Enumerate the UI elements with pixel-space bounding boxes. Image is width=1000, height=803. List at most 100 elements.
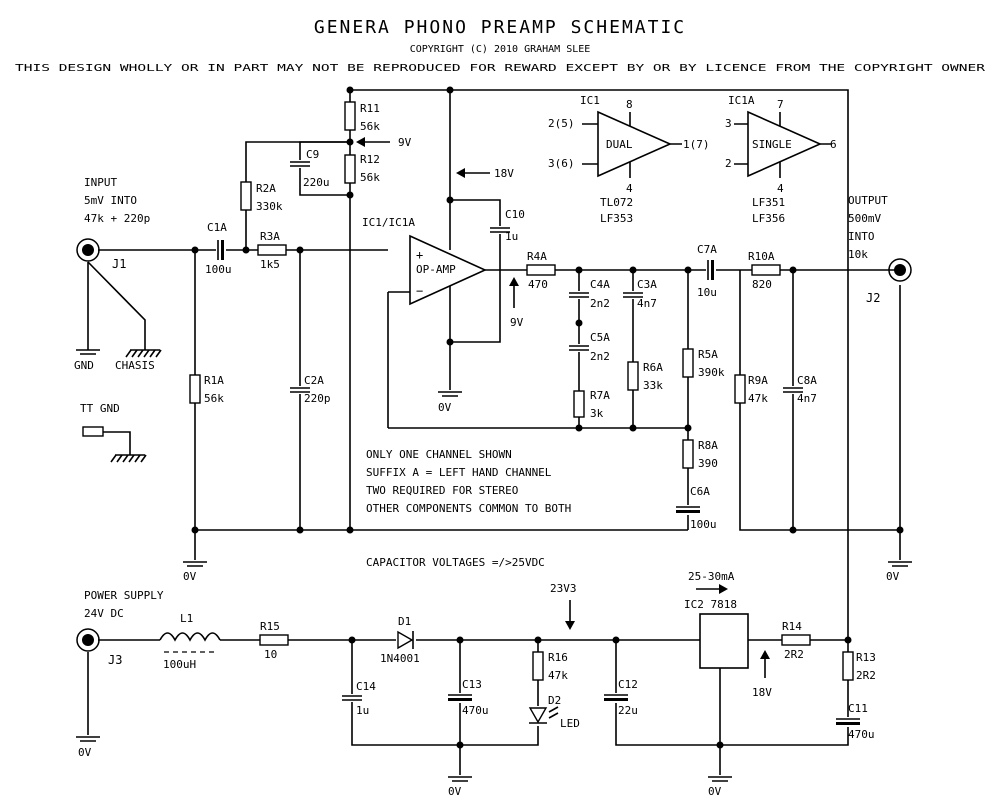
capacitor-c3a: C3A 4n7 xyxy=(621,278,657,310)
svg-text:D2: D2 xyxy=(548,694,561,707)
svg-text:LF351: LF351 xyxy=(752,196,785,209)
output-label: OUTPUT 500mV INTO 10k xyxy=(848,194,888,261)
ground-0v-input: 0V xyxy=(183,561,207,583)
capacitor-c8a: C8A 4n7 xyxy=(781,374,817,405)
svg-text:L1: L1 xyxy=(180,612,193,625)
svg-text:R12: R12 xyxy=(360,153,380,166)
resistor-r16: R16 47k xyxy=(532,651,568,682)
notes-block: ONLY ONE CHANNEL SHOWN SUFFIX A = LEFT H… xyxy=(366,448,571,515)
capacitor-c4a: C4A 2n2 xyxy=(567,278,610,310)
capacitor-c5a: C5A 2n2 xyxy=(567,331,610,363)
svg-text:4n7: 4n7 xyxy=(637,297,657,310)
svg-text:470u: 470u xyxy=(462,704,489,717)
svg-text:1(7): 1(7) xyxy=(683,138,710,151)
capacitor-voltage-note: CAPACITOR VOLTAGES =/>25VDC xyxy=(366,556,545,569)
resistor-r9a: R9A 47k xyxy=(734,374,768,405)
svg-text:3k: 3k xyxy=(590,407,604,420)
op-amp-ic1: IC1/IC1A + − OP-AMP xyxy=(362,216,487,306)
resistor-r14: R14 2R2 xyxy=(781,620,811,661)
svg-text:2(5): 2(5) xyxy=(548,117,575,130)
capacitor-c10: C10 1u xyxy=(488,208,525,243)
svg-text:R2A: R2A xyxy=(256,182,276,195)
diode-d1: D1 1N4001 xyxy=(380,615,420,665)
svg-text:R3A: R3A xyxy=(260,230,280,243)
svg-text:47k: 47k xyxy=(748,392,768,405)
svg-text:IC1A: IC1A xyxy=(728,94,755,107)
capacitor-c14: C14 1u xyxy=(340,680,376,717)
tt-gnd-symbol: TT GND xyxy=(80,402,147,463)
ground-0v-opamp: 0V xyxy=(438,391,462,414)
resistor-r5a: R5A 390k xyxy=(682,348,725,379)
resistor-r8a: R8A 390 xyxy=(682,439,718,470)
junction-dots xyxy=(191,86,904,749)
svg-text:R16: R16 xyxy=(548,651,568,664)
svg-text:8: 8 xyxy=(626,98,633,111)
svg-text:C6A: C6A xyxy=(690,485,710,498)
svg-text:4: 4 xyxy=(626,182,633,195)
svg-text:2R2: 2R2 xyxy=(856,669,876,682)
svg-text:LED: LED xyxy=(560,717,580,730)
resistor-r13: R13 2R2 xyxy=(842,651,876,682)
svg-text:390k: 390k xyxy=(698,366,725,379)
regulator-ic2: IC2 7818 xyxy=(684,598,749,669)
svg-text:500mV: 500mV xyxy=(848,212,881,225)
svg-text:56k: 56k xyxy=(204,392,224,405)
svg-text:IC1: IC1 xyxy=(580,94,600,107)
resistor-r11: R11 56k xyxy=(344,101,380,133)
resistor-r4a: R4A 470 xyxy=(526,250,556,291)
svg-text:LF356: LF356 xyxy=(752,212,785,225)
svg-text:C5A: C5A xyxy=(590,331,610,344)
svg-text:R1A: R1A xyxy=(204,374,224,387)
svg-text:C11: C11 xyxy=(848,702,868,715)
svg-text:J2: J2 xyxy=(866,291,880,305)
resistor-r10a: R10A 820 xyxy=(748,250,781,291)
svg-text:R14: R14 xyxy=(782,620,802,633)
ground-0v-power-mid: 0V xyxy=(448,776,472,798)
svg-text:0V: 0V xyxy=(438,401,452,414)
svg-text:33k: 33k xyxy=(643,379,663,392)
svg-text:1u: 1u xyxy=(356,704,369,717)
output-jack-j2: J2 xyxy=(866,258,912,305)
svg-text:0V: 0V xyxy=(886,570,900,583)
svg-text:24V DC: 24V DC xyxy=(84,607,124,620)
svg-text:−: − xyxy=(416,284,423,298)
ic-single-pinout: IC1A 7 SINGLE 3 2 6 4 LF351 LF356 xyxy=(725,94,837,225)
svg-text:TT GND: TT GND xyxy=(80,402,120,415)
svg-text:18V: 18V xyxy=(752,686,772,699)
svg-text:10k: 10k xyxy=(848,248,868,261)
svg-text:R10A: R10A xyxy=(748,250,775,263)
svg-text:9V: 9V xyxy=(398,136,412,149)
input-jack-j1: J1 xyxy=(76,238,126,271)
arrow-current: 25-30mA xyxy=(688,570,735,594)
svg-text:J3: J3 xyxy=(108,653,122,667)
capacitor-c1a: C1A 100u xyxy=(205,221,232,276)
arrow-18v: 18V xyxy=(456,167,514,180)
ic-dual-pinout: IC1 8 DUAL 2(5) 3(6) 1(7) 4 TL072 LF353 xyxy=(548,94,710,225)
svg-text:OP-AMP: OP-AMP xyxy=(416,263,456,276)
svg-text:330k: 330k xyxy=(256,200,283,213)
capacitor-c7a: C7A 10u xyxy=(697,243,717,299)
svg-text:+: + xyxy=(416,248,423,262)
svg-text:25-30mA: 25-30mA xyxy=(688,570,735,583)
capacitor-c11: C11 470u xyxy=(834,702,875,741)
svg-text:470: 470 xyxy=(528,278,548,291)
power-jack-j3: J3 xyxy=(76,628,122,667)
inductor-l1: L1 100uH xyxy=(159,612,221,671)
svg-text:18V: 18V xyxy=(494,167,514,180)
svg-text:IC1/IC1A: IC1/IC1A xyxy=(362,216,415,229)
svg-text:7: 7 xyxy=(777,98,784,111)
svg-text:2n2: 2n2 xyxy=(590,297,610,310)
power-supply-label: POWER SUPPLY 24V DC xyxy=(84,589,164,620)
svg-text:C8A: C8A xyxy=(797,374,817,387)
svg-text:3(6): 3(6) xyxy=(548,157,575,170)
capacitor-c13: C13 470u xyxy=(446,678,489,717)
svg-text:10u: 10u xyxy=(697,286,717,299)
svg-text:C7A: C7A xyxy=(697,243,717,256)
ground-0v-output: 0V xyxy=(886,561,912,583)
svg-text:220p: 220p xyxy=(304,392,331,405)
chassis-ground-symbol: CHASIS xyxy=(115,349,162,372)
svg-text:47k: 47k xyxy=(548,669,568,682)
svg-text:2n2: 2n2 xyxy=(590,350,610,363)
resistor-r6a: R6A 33k xyxy=(627,361,663,392)
arrow-9v-top: 9V xyxy=(356,136,412,149)
